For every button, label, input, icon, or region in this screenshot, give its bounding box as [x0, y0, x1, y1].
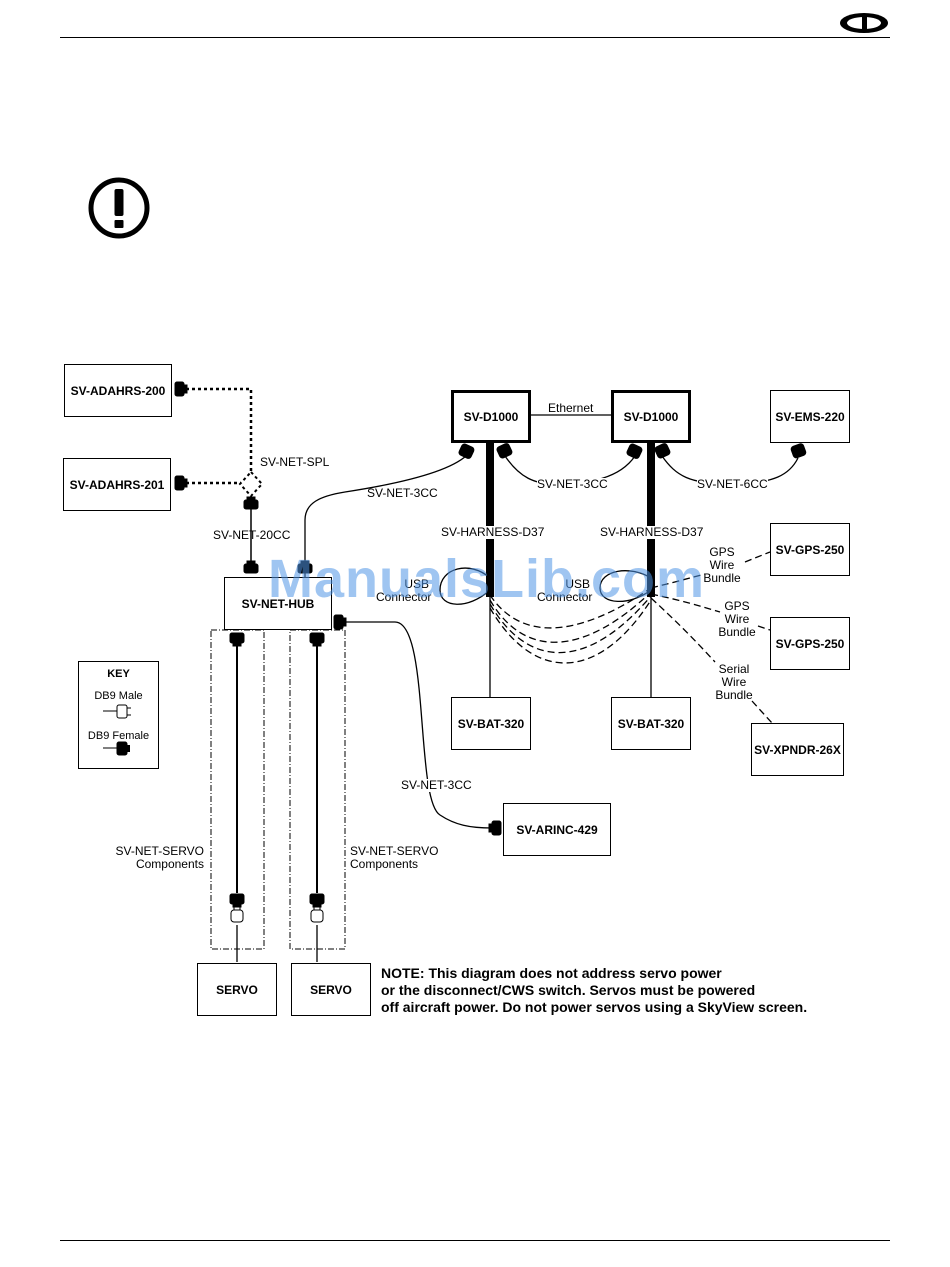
label-usb-right-line2: Connector	[537, 590, 593, 604]
label-sv-net-20cc: SV-NET-20CC	[213, 528, 291, 542]
gps-bundle-a-to-box	[744, 551, 771, 563]
label-usb-right: USB Connector	[537, 577, 593, 604]
bundle-dash-4	[489, 599, 652, 664]
box-sv-gps-250-a: SV-GPS-250	[770, 523, 850, 576]
bundle-dash-3	[489, 595, 652, 654]
box-sv-adahrs-200: SV-ADAHRS-200	[64, 364, 172, 417]
box-sv-ems-220: SV-EMS-220	[770, 390, 850, 443]
connector-d1000-right-b-female	[654, 443, 671, 459]
label-gps-bundle-b-line1: GPS	[724, 599, 750, 613]
box-sv-bat-320-right: SV-BAT-320	[611, 697, 691, 750]
label-gps-bundle-b: GPS Wire Bundle	[715, 600, 759, 639]
label-servo-components-left-line2: Components	[135, 857, 204, 871]
connector-servo-left-male	[230, 907, 244, 923]
connector-hub-bottom-left-female	[229, 632, 245, 647]
label-servo-components-right-line2: Components	[350, 857, 419, 871]
box-sv-bat-320-left: SV-BAT-320	[451, 697, 531, 750]
key-male-label: DB9 Male	[94, 690, 143, 702]
serial-bundle-dash	[650, 597, 716, 663]
connector-key: KEY DB9 Male DB9 Female	[78, 661, 159, 769]
box-sv-arinc-429: SV-ARINC-429	[503, 803, 611, 856]
key-male-symbol	[103, 704, 131, 719]
box-sv-d1000-right: SV-D1000	[611, 390, 691, 443]
key-title: KEY	[107, 668, 130, 680]
label-servo-components-right-line1: SV-NET-SERVO	[350, 844, 439, 858]
connector-servo-right-female	[309, 893, 325, 908]
label-usb-right-line1: USB	[565, 577, 590, 591]
label-serial-bundle-line1: Serial	[718, 662, 750, 676]
connector-d1000-right-a-female	[626, 443, 643, 459]
label-servo-components-left-line1: SV-NET-SERVO	[115, 844, 204, 858]
serial-bundle-to-box	[751, 700, 773, 724]
servo-power-note: NOTE: This diagram does not address serv…	[381, 965, 807, 1016]
note-lead: NOTE:	[381, 965, 425, 981]
label-sv-harness-left: SV-HARNESS-D37	[441, 525, 545, 539]
adahrs200-dotted-cable	[186, 387, 253, 474]
connector-hub-right-female	[333, 614, 347, 630]
footer-rule	[60, 1240, 890, 1241]
gps-bundle-a-dash	[650, 573, 706, 589]
connector-net20cc-top-female	[243, 496, 259, 510]
label-sv-net-3cc-displays: SV-NET-3CC	[537, 477, 608, 491]
watermark: ManualsLib.com	[268, 549, 706, 609]
label-serial-bundle: Serial Wire Bundle	[712, 663, 756, 702]
label-sv-net-spl: SV-NET-SPL	[260, 455, 330, 469]
connector-adahrs201-female	[174, 475, 188, 491]
gps-bundle-b-to-box	[757, 625, 771, 631]
net-3cc-hub-cable	[304, 455, 467, 577]
servo-components-right-frame	[289, 629, 346, 950]
box-sv-adahrs-201: SV-ADAHRS-201	[63, 458, 171, 511]
key-female-label: DB9 Female	[87, 730, 150, 742]
connector-hub-top-left-female	[243, 560, 259, 574]
connector-ems-female	[790, 443, 807, 459]
note-line2: or the disconnect/CWS switch. Servos mus…	[381, 982, 756, 998]
servo-components-left-frame	[210, 629, 265, 950]
label-sv-net-6cc: SV-NET-6CC	[697, 477, 768, 491]
label-serial-bundle-line2: Wire	[721, 675, 747, 689]
connector-d1000-left-a-female	[458, 443, 475, 459]
warning-exclamation-icon	[88, 177, 150, 239]
connector-hub-top-right-female	[297, 560, 313, 574]
label-serial-bundle-line3: Bundle	[715, 688, 753, 702]
note-line3: off aircraft power. Do not power servos …	[381, 999, 808, 1015]
label-gps-bundle-b-line3: Bundle	[718, 625, 756, 639]
label-ethernet: Ethernet	[548, 401, 594, 415]
label-servo-components-left: SV-NET-SERVO Components	[100, 845, 204, 871]
box-servo-right: SERVO	[291, 963, 371, 1016]
label-gps-bundle-a-line1: GPS	[709, 545, 735, 559]
label-usb-left-line2: Connector	[376, 590, 432, 604]
box-sv-xpndr-26x: SV-XPNDR-26X	[751, 723, 844, 776]
connector-servo-right-male	[310, 907, 324, 923]
connector-servo-left-female	[229, 893, 245, 908]
label-sv-harness-right: SV-HARNESS-D37	[600, 525, 704, 539]
note-line1-text: This diagram does not address servo powe…	[424, 965, 722, 981]
dynon-logo-icon	[840, 13, 888, 33]
box-sv-d1000-left: SV-D1000	[451, 390, 531, 443]
connector-adahrs200-female	[174, 381, 188, 397]
box-servo-left: SERVO	[197, 963, 277, 1016]
connector-d1000-left-b-female	[496, 443, 513, 459]
note-line1: NOTE: This diagram does not address serv…	[381, 965, 807, 982]
net-spl-splitter	[238, 470, 264, 498]
gps-bundle-b-dash	[650, 593, 721, 613]
usb-left-loop	[439, 567, 491, 605]
header-rule	[60, 37, 890, 38]
label-usb-left: USB Connector	[376, 577, 432, 604]
label-gps-bundle-b-line2: Wire	[724, 612, 750, 626]
usb-right-loop	[599, 570, 652, 602]
bundle-dash-2	[489, 591, 652, 643]
label-gps-bundle-a-line3: Bundle	[703, 571, 741, 585]
label-sv-net-3cc-arinc: SV-NET-3CC	[401, 778, 472, 792]
label-usb-left-line1: USB	[404, 577, 429, 591]
connector-arinc-female	[488, 820, 502, 836]
connector-hub-bottom-right-female	[309, 632, 325, 647]
label-servo-components-right: SV-NET-SERVO Components	[350, 845, 438, 871]
label-gps-bundle-a: GPS Wire Bundle	[700, 546, 744, 585]
box-sv-net-hub: SV-NET-HUB	[224, 577, 332, 630]
box-sv-gps-250-b: SV-GPS-250	[770, 617, 850, 670]
label-gps-bundle-a-line2: Wire	[709, 558, 735, 572]
key-female-symbol	[103, 741, 130, 756]
label-sv-net-3cc-hub: SV-NET-3CC	[367, 486, 438, 500]
